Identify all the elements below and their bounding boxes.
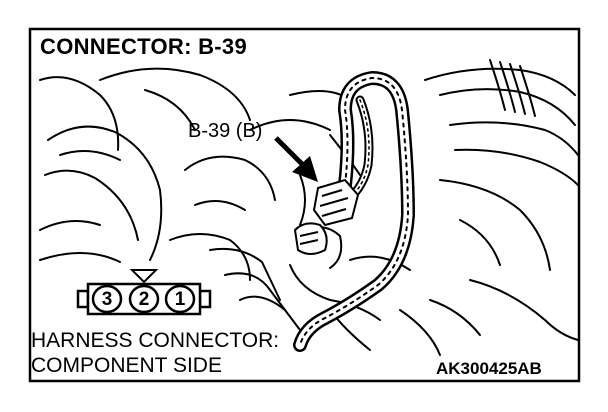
connector-pin-1: 1 <box>174 289 186 310</box>
diagram-border <box>28 27 581 383</box>
connector-pin-2: 2 <box>138 289 150 310</box>
connector-face-symbol <box>76 269 212 316</box>
connector-pin-3: 3 <box>101 289 113 310</box>
component-side-label: COMPONENT SIDE <box>31 354 222 377</box>
figure-code: AK300425AB <box>436 359 542 378</box>
harness-connector-label: HARNESS CONNECTOR: <box>31 329 280 352</box>
engine-bay-linework <box>39 59 579 356</box>
connector-title: CONNECTOR: B-39 <box>40 34 248 59</box>
callout-arrow <box>274 136 318 182</box>
connector-callout-label: B-39 (B) <box>188 120 263 142</box>
wiring-harness <box>293 70 416 352</box>
connector-b39-body <box>293 178 360 255</box>
